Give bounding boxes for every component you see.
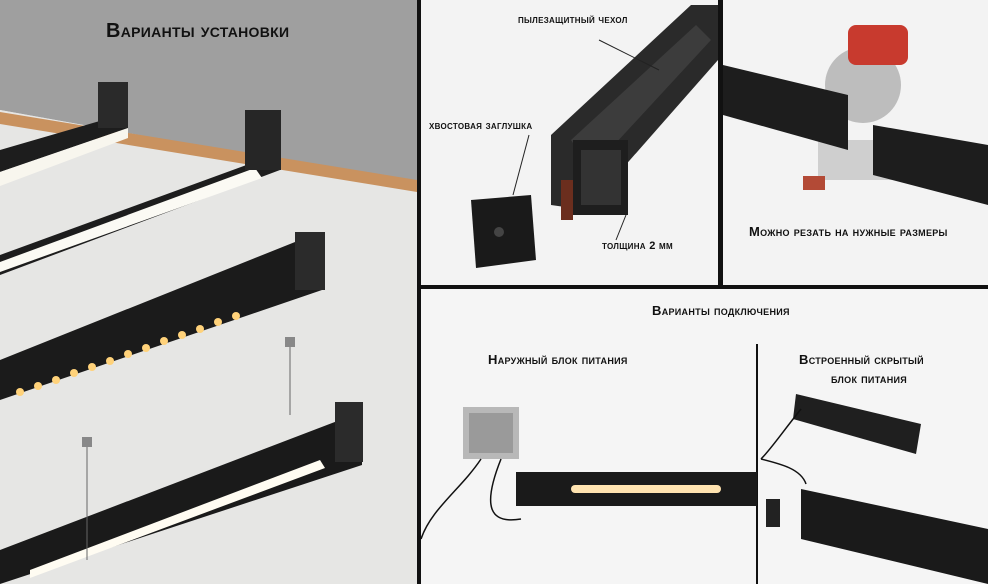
profile-piece-right xyxy=(873,125,988,205)
install-title: Варианты установки xyxy=(106,20,290,42)
saw-illustration xyxy=(723,25,988,205)
profile-piece-left xyxy=(723,65,848,150)
suspended-track xyxy=(0,420,362,584)
copper-rail xyxy=(561,180,573,220)
connection-title: Варианты подключения xyxy=(652,303,790,318)
mount-2 xyxy=(82,437,92,447)
surface-track xyxy=(0,240,322,400)
connection-illustration xyxy=(421,344,988,584)
builtin-connector xyxy=(766,499,780,527)
led-dots xyxy=(16,312,240,396)
profile-illustration xyxy=(471,5,718,268)
recessed-track-2-light xyxy=(0,168,262,272)
end-cap-label: хвостовая заглушка xyxy=(429,120,533,132)
ceiling-area xyxy=(0,0,417,185)
install-options-panel: Варианты установки xyxy=(0,0,417,584)
recessed-track-2-end xyxy=(245,110,281,170)
recessed-track-1-light xyxy=(0,128,128,186)
dust-cover-label: пылезащитный чехол xyxy=(518,14,628,26)
cutting-caption: Можно резать на нужные размеры xyxy=(749,224,948,239)
recessed-track-1-end xyxy=(98,82,128,128)
surface-track-end xyxy=(295,232,325,290)
connection-panel: Варианты подключения Наружный блок питан… xyxy=(421,289,988,584)
suspended-track-end xyxy=(335,402,363,462)
builtin-track xyxy=(801,489,988,584)
external-track-light xyxy=(571,485,721,493)
profile-detail-panel: пылезащитный чехол хвостовая заглушка то… xyxy=(421,0,718,285)
mount-1 xyxy=(285,337,295,347)
builtin-driver xyxy=(793,394,921,454)
builtin-psu-label-line2: блок питания xyxy=(831,371,908,386)
cutting-panel: Можно резать на нужные размеры xyxy=(723,0,988,285)
external-psu-label: Наружный блок питания xyxy=(488,352,628,367)
install-illustration xyxy=(0,0,417,584)
recessed-track-1 xyxy=(0,118,128,172)
saw-motor xyxy=(848,25,908,65)
suspended-track-light xyxy=(30,460,325,578)
thickness-label: толщина 2 мм xyxy=(602,240,673,252)
builtin-psu-label-line1: Встроенный скрытый xyxy=(799,352,924,367)
psu-cable xyxy=(421,458,482,540)
